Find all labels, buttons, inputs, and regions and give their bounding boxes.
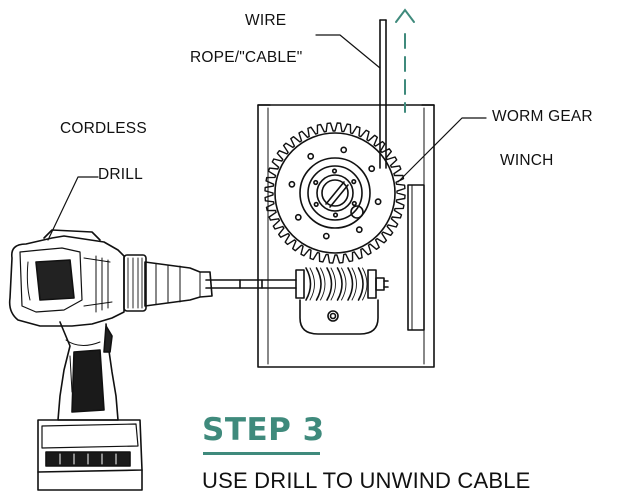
wire-rope-label-line2: ROPE/"CABLE" — [190, 49, 303, 66]
gear-bolt-hole — [322, 232, 330, 240]
worm-thread — [357, 267, 364, 301]
gear-bolt-hole — [355, 226, 363, 234]
cordless-drill — [8, 229, 213, 491]
gear-bolt-hole — [368, 165, 376, 173]
step-title-underline — [203, 452, 320, 455]
gear-bolt-hole — [294, 213, 302, 221]
worm-gear — [264, 122, 406, 264]
worm-thread — [320, 267, 326, 301]
winch-housing — [257, 104, 435, 368]
step-instruction: USE DRILL TO UNWIND CABLE — [202, 468, 531, 493]
hub-bolt-hole — [313, 179, 319, 186]
worm-gear-leader — [397, 117, 487, 183]
worm-thread — [315, 267, 322, 301]
step-title: STEP 3 — [202, 412, 325, 448]
unwind-direction-arrow — [395, 8, 415, 113]
worm-thread — [336, 267, 343, 301]
drive-shaft — [205, 279, 297, 289]
worm-thread — [330, 267, 336, 301]
winch-label: WINCH — [500, 152, 554, 169]
worm-thread — [347, 267, 354, 301]
gear-bolt-hole — [307, 152, 315, 160]
worm-thread — [341, 267, 347, 301]
hub-bolt-hole — [331, 168, 338, 174]
worm-gear-label: WORM GEAR — [492, 108, 593, 125]
worm-thread — [351, 267, 357, 301]
hub-bolt-hole — [351, 200, 357, 207]
gear-bolt-hole — [340, 146, 348, 154]
drill-leader — [47, 176, 99, 241]
drill-label: DRILL — [98, 166, 143, 183]
hub-bolt-hole — [313, 201, 319, 207]
worm-thread — [305, 267, 312, 301]
hub-bolt-hole — [332, 212, 339, 218]
wire-rope-leader — [315, 34, 381, 69]
wire-rope-label-line1: WIRE — [245, 12, 287, 29]
worm-mount-plate — [299, 299, 379, 335]
cordless-label: CORDLESS — [60, 120, 147, 137]
worm-thread — [326, 267, 333, 301]
worm-thread — [362, 267, 368, 301]
worm-thread — [309, 267, 315, 301]
hub-bolt-hole — [351, 179, 357, 185]
gear-bolt-hole — [374, 198, 382, 206]
worm-screw — [295, 267, 389, 301]
gear-bolt-hole — [288, 180, 296, 188]
